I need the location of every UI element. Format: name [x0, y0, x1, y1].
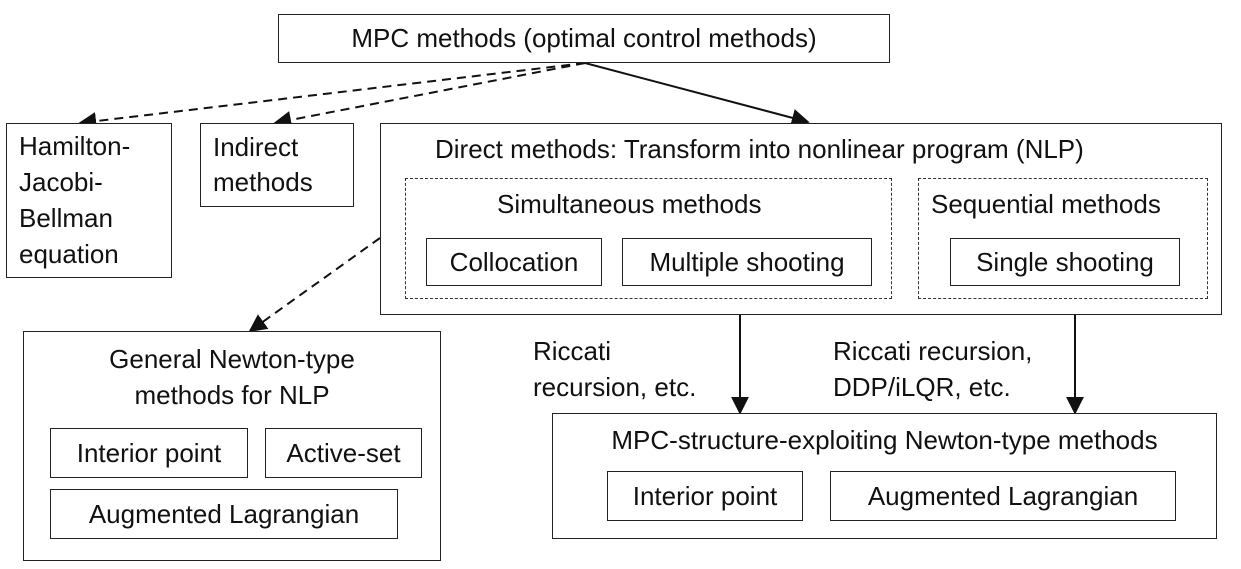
single-shooting-box: Single shooting	[950, 238, 1180, 286]
hjb-line-2: Jacobi-	[19, 167, 103, 197]
hjb-label: Hamilton- Jacobi- Bellman equation	[19, 128, 130, 272]
indirect-box: Indirect methods	[200, 123, 354, 207]
multiple-shooting-label: Multiple shooting	[649, 246, 845, 277]
indirect-line-1: Indirect	[213, 132, 299, 162]
mpc-methods-box: MPC methods (optimal control methods)	[278, 14, 890, 63]
mpc-interior-point-box: Interior point	[607, 471, 803, 521]
collocation-label: Collocation	[449, 246, 579, 277]
mpc-augmented-lagrangian-box: Augmented Lagrangian	[830, 471, 1176, 521]
general-interior-point-box: Interior point	[50, 428, 248, 478]
edge-label-left-line-2: recursion, etc.	[533, 372, 697, 402]
hjb-line-3: Bellman	[19, 203, 113, 233]
general-active-set-box: Active-set	[265, 428, 422, 478]
arrow-direct-to-general	[248, 237, 381, 333]
mpc-interior-point-label: Interior point	[632, 480, 778, 511]
sequential-group	[918, 178, 1208, 299]
general-newton-title-line-1: General Newton-type	[109, 344, 355, 374]
multiple-shooting-box: Multiple shooting	[622, 238, 872, 286]
single-shooting-label: Single shooting	[976, 246, 1154, 277]
mpc-methods-label: MPC methods (optimal control methods)	[351, 23, 817, 53]
arrow-root-to-hjb	[78, 62, 586, 131]
hjb-line-1: Hamilton-	[19, 131, 131, 161]
arrow-root-to-indirect	[273, 62, 586, 129]
edge-label-right-line-1: Riccati recursion,	[833, 336, 1033, 366]
sequential-title: Sequential methods	[931, 189, 1161, 219]
mpc-structure-title: MPC-structure-exploiting Newton-type met…	[611, 425, 1158, 455]
collocation-box: Collocation	[426, 238, 602, 286]
edge-label-left: Riccati recursion, etc.	[533, 333, 696, 405]
indirect-line-2: methods	[213, 167, 313, 197]
simultaneous-group	[405, 178, 892, 299]
hjb-box: Hamilton- Jacobi- Bellman equation	[6, 123, 172, 278]
general-newton-title: General Newton-type methods for NLP	[23, 341, 441, 413]
general-augmented-lagrangian-box: Augmented Lagrangian	[50, 489, 398, 539]
general-newton-title-line-2: methods for NLP	[134, 380, 330, 410]
simultaneous-title: Simultaneous methods	[497, 189, 762, 219]
arrow-root-to-direct	[584, 62, 810, 127]
general-interior-point-label: Interior point	[76, 437, 222, 468]
edge-label-right: Riccati recursion, DDP/iLQR, etc.	[833, 333, 1032, 405]
edge-label-left-line-1: Riccati	[533, 336, 612, 366]
general-active-set-label: Active-set	[286, 437, 401, 468]
general-augmented-lagrangian-label: Augmented Lagrangian	[88, 498, 360, 529]
hjb-line-4: equation	[19, 239, 119, 269]
direct-methods-title: Direct methods: Transform into nonlinear…	[435, 134, 1084, 164]
indirect-label: Indirect methods	[213, 130, 313, 200]
edge-label-right-line-2: DDP/iLQR, etc.	[833, 372, 1011, 402]
mpc-augmented-lagrangian-label: Augmented Lagrangian	[867, 480, 1139, 511]
